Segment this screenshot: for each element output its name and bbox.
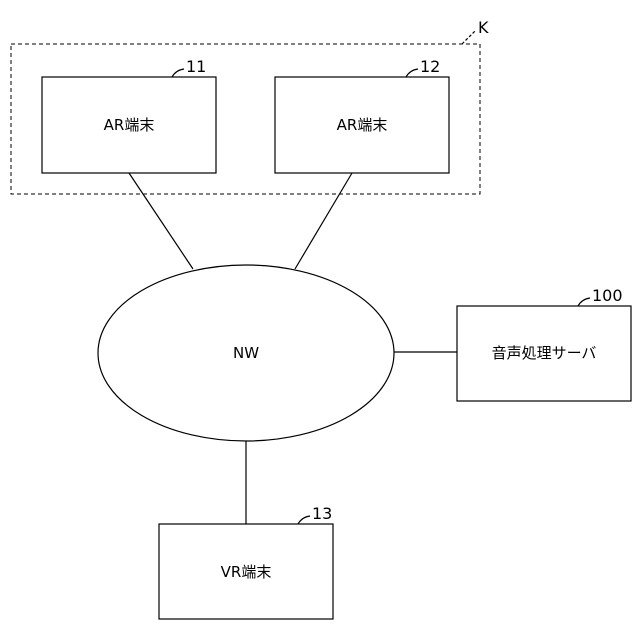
group-k-ref: K [478, 18, 489, 37]
server-label: 音声処理サーバ [492, 344, 597, 362]
vr-terminal-13-label: VR端末 [221, 563, 272, 581]
ar-terminal-11-ref: 11 [186, 57, 206, 76]
link-ar11-nw [129, 173, 193, 269]
vr-terminal-13-ref: 13 [312, 504, 332, 523]
ar-terminal-11-leader [172, 69, 184, 77]
ar-terminal-12-label: AR端末 [337, 116, 388, 134]
ar-terminal-12-leader [406, 69, 418, 77]
server-leader [578, 298, 590, 306]
group-k-leader [462, 30, 476, 44]
link-ar12-nw [295, 173, 352, 269]
server-ref: 100 [592, 286, 623, 305]
vr-terminal-13-leader [298, 516, 310, 524]
ar-terminal-12-ref: 12 [420, 57, 440, 76]
ar-terminal-11-label: AR端末 [104, 116, 155, 134]
network-label: NW [233, 344, 259, 362]
